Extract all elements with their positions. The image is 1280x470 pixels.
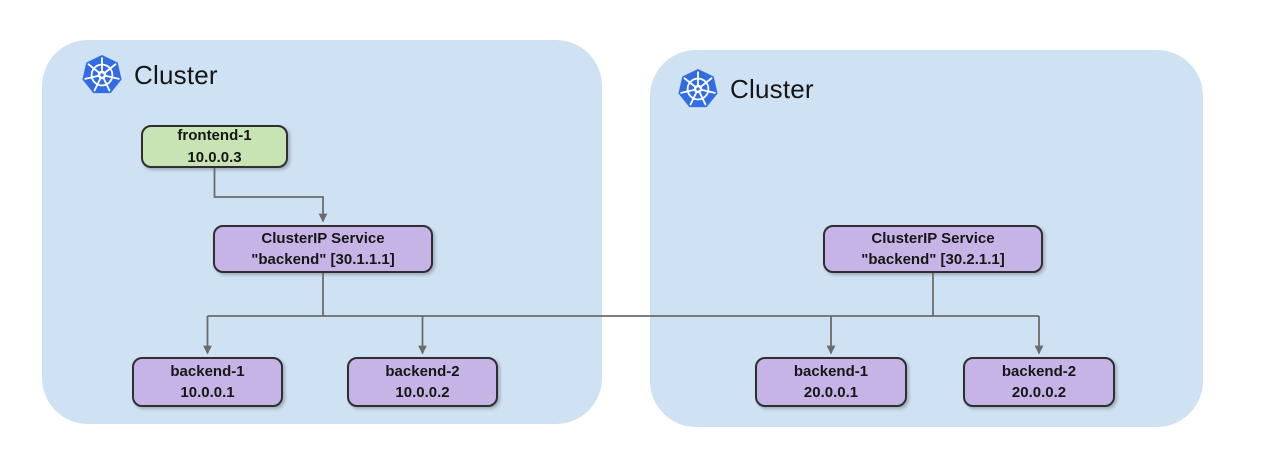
- node-detail: "backend" [30.1.1.1]: [251, 251, 395, 268]
- cluster-1: Cluster frontend-1 10.0.0.3 ClusterIP Se…: [42, 40, 602, 424]
- node-clusterip-service-1: ClusterIP Service "backend" [30.1.1.1]: [213, 225, 433, 273]
- cluster-2: Cluster ClusterIP Service "backend" [30.…: [650, 50, 1203, 427]
- node-title: backend-1: [793, 362, 869, 380]
- node-backend-2-cluster-2: backend-2 20.0.0.2: [963, 357, 1115, 407]
- node-title: backend-1: [170, 362, 245, 380]
- node-clusterip-service-2: ClusterIP Service "backend" [30.2.1.1]: [823, 225, 1043, 273]
- node-backend-2-cluster-1: backend-2 10.0.0.2: [347, 357, 498, 407]
- node-backend-1-cluster-2: backend-1 20.0.0.1: [755, 357, 907, 407]
- node-frontend-1: frontend-1 10.0.0.3: [141, 125, 288, 168]
- cluster-2-header: Cluster: [678, 67, 814, 111]
- node-detail: "backend" [30.2.1.1]: [861, 251, 1005, 268]
- node-ip: 10.0.0.1: [180, 384, 235, 401]
- kubernetes-logo-icon: [82, 55, 122, 94]
- node-backend-1-cluster-1: backend-1 10.0.0.1: [132, 357, 283, 407]
- node-ip: 20.0.0.1: [803, 384, 859, 401]
- cluster-label: Cluster: [134, 59, 218, 90]
- cluster-1-header: Cluster: [82, 53, 218, 97]
- node-ip: 20.0.0.2: [1011, 384, 1067, 401]
- node-title: backend-2: [385, 362, 460, 380]
- node-title: ClusterIP Service: [261, 229, 385, 247]
- cluster-label: Cluster: [730, 73, 814, 104]
- node-ip: 10.0.0.3: [187, 148, 242, 166]
- kubernetes-logo-icon: [678, 69, 718, 108]
- node-title: backend-2: [1001, 362, 1077, 380]
- node-ip: 10.0.0.2: [395, 384, 450, 401]
- node-title: ClusterIP Service: [871, 229, 995, 247]
- node-title: frontend-1: [177, 127, 252, 145]
